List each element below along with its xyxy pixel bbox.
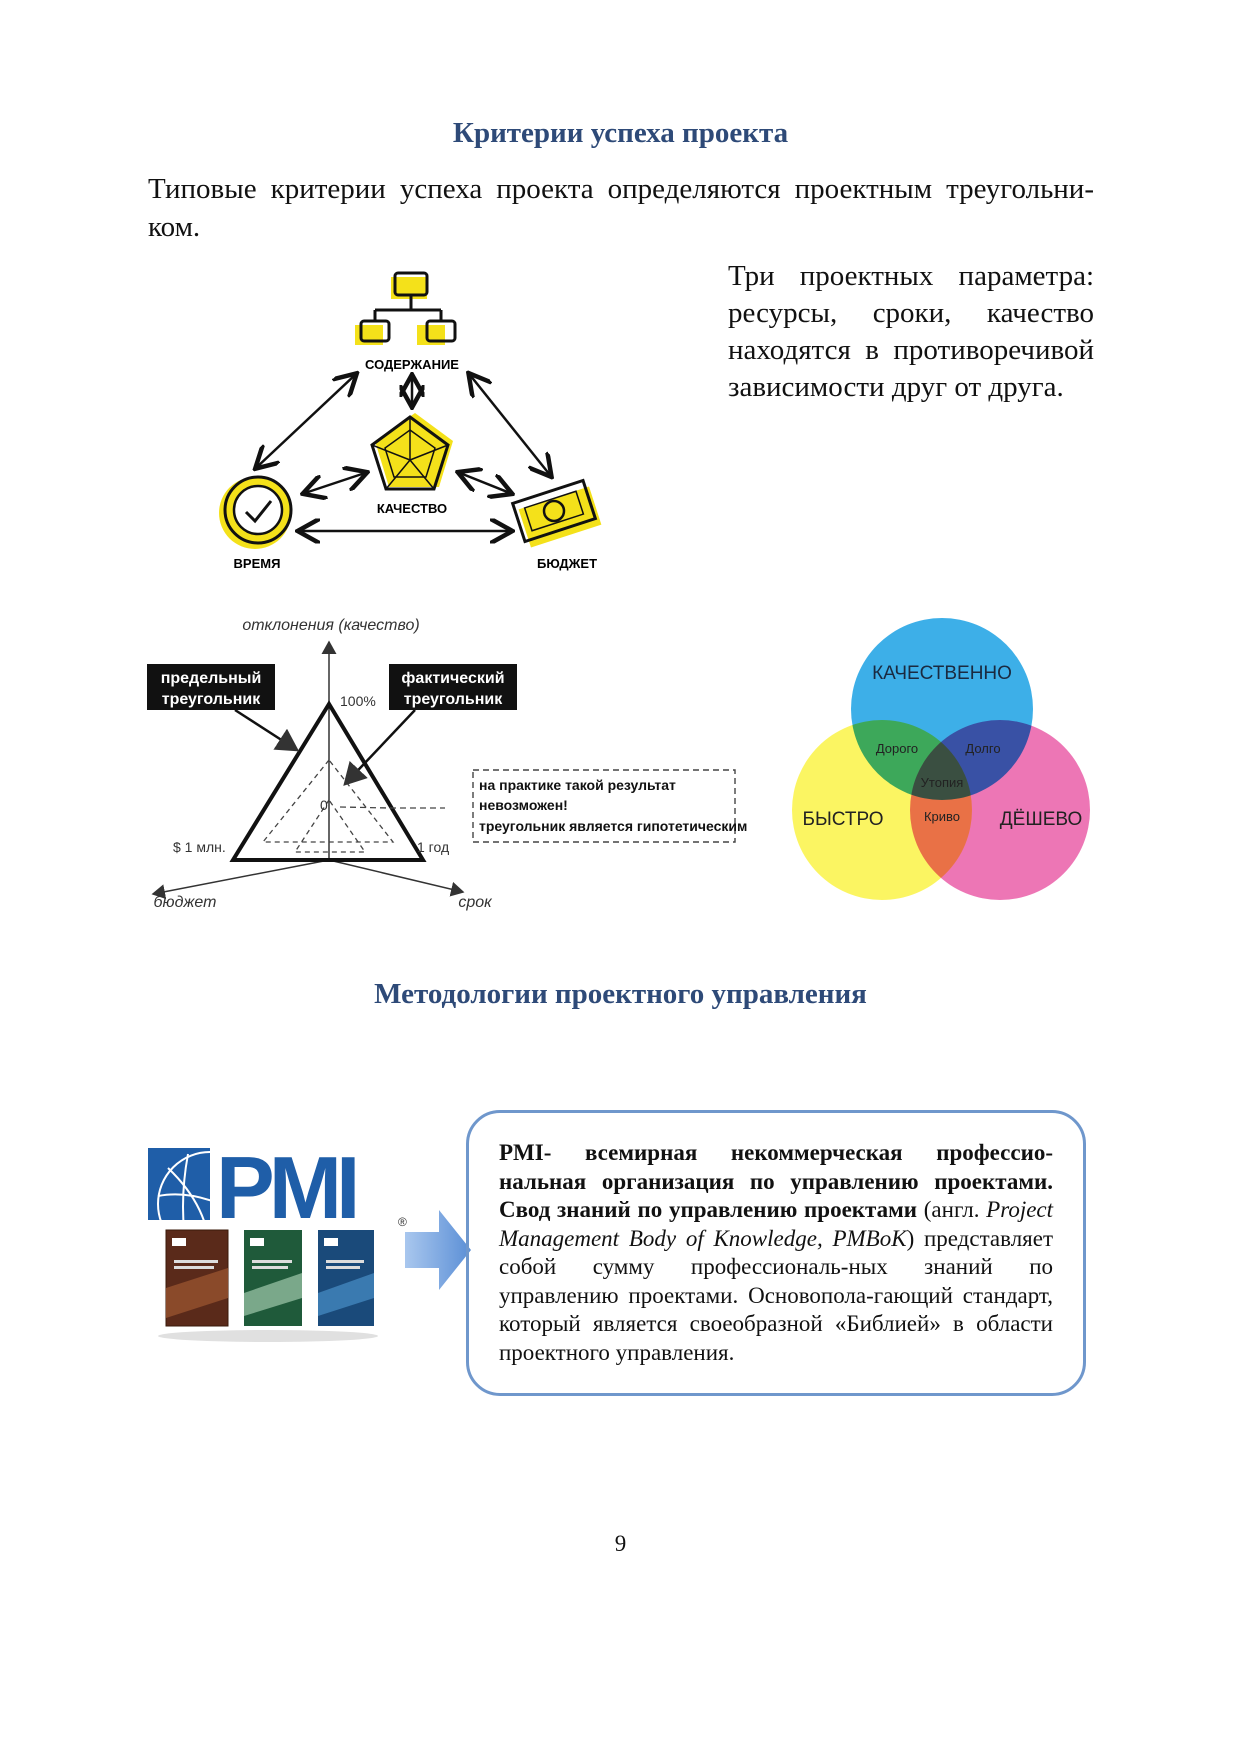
svg-text:треугольник является гипотетич: треугольник является гипотетическим <box>479 818 747 834</box>
arrow-quality-budget <box>460 473 510 493</box>
hypothetical-note: на практике такой результат невозможен! … <box>472 769 747 843</box>
venn-label-crooked: Криво <box>924 809 960 824</box>
registered-mark: ® <box>398 1215 407 1229</box>
triangle-label-quality: КАЧЕСТВО <box>377 501 447 516</box>
venn-label-long: Долго <box>965 741 1000 756</box>
venn-label-cheap: ДЁШЕВО <box>1000 809 1082 830</box>
radar-quality-icon <box>370 413 453 491</box>
axis-label-time: срок <box>458 894 493 911</box>
axis-label-quality: отклонения (качество) <box>242 617 419 634</box>
arrow-time-content <box>257 375 355 467</box>
axis-time <box>328 859 465 897</box>
venn-circle-cheap <box>910 720 1090 900</box>
deviation-triangle-diagram: отклонения (качество) бюджет срок 100% $… <box>147 617 747 911</box>
pmi-callout-text-2: ) представляет собой сумму профессиональ… <box>499 1225 1054 1365</box>
program-book-icon <box>244 1230 302 1326</box>
hierarchy-icon <box>355 271 457 345</box>
triangle-label-budget: БЮДЖЕТ <box>537 556 597 571</box>
clock-icon <box>219 475 293 549</box>
triangle-label-time: ВРЕМЯ <box>234 556 281 571</box>
venn-label-quality: КАЧЕСТВЕННО <box>872 663 1012 684</box>
svg-text:невозможен!: невозможен! <box>479 797 568 813</box>
svg-text:треугольник: треугольник <box>162 691 262 708</box>
project-triangle-diagram: СОДЕРЖАНИЕ КАЧЕСТВО ВРЕМЯ БЮДЖЕТ <box>219 271 602 571</box>
label-actual-triangle: фактический треугольник <box>343 664 517 786</box>
intro-line-2: ком. <box>148 211 201 243</box>
arrow-right-icon <box>405 1210 471 1290</box>
portfolio-book-icon <box>318 1230 374 1326</box>
pmi-logo-area: PMI ® <box>148 1138 408 1348</box>
svg-text:фактический: фактический <box>401 670 504 687</box>
pmi-callout: PMI- всемирная некоммерческая профессио-… <box>466 1110 1086 1396</box>
axis-label-budget: бюджет <box>154 894 217 911</box>
axis-budget <box>151 859 330 900</box>
tick-100-percent: 100% <box>340 693 376 709</box>
venn-diagram: КАЧЕСТВЕННО БЫСТРО ДЁШЕВО Дорого Долго У… <box>792 618 1090 900</box>
pmi-callout-italic: Project Management Body of Knowledge, PM… <box>499 1197 1054 1251</box>
svg-text:на практике такой результат: на практике такой результат <box>479 777 676 793</box>
pmi-callout-text-1: (англ. <box>917 1197 987 1222</box>
section-title-methodologies: Методологии проектного управления <box>374 978 867 1010</box>
pmi-logo-text: PMI <box>216 1148 355 1237</box>
limit-triangle <box>229 700 427 862</box>
svg-text:предельный: предельный <box>161 670 262 687</box>
tick-budget: $ 1 млн. <box>173 839 226 855</box>
pmbok-book-icon <box>165 1229 229 1327</box>
tick-zero: 0 <box>320 797 328 813</box>
venn-label-utopia: Утопия <box>921 775 964 790</box>
intro-line-1: Типовые критерии успеха проекта определя… <box>148 173 1094 205</box>
venn-label-expensive: Дорого <box>876 741 918 756</box>
money-icon <box>510 478 602 548</box>
triangle-label-content: СОДЕРЖАНИЕ <box>365 357 459 372</box>
arrow-content-budget <box>470 375 550 475</box>
pmi-logo: PMI ® <box>148 1138 407 1342</box>
tick-time: 1 год <box>417 839 449 855</box>
triangle-description: Три проектных параметра: ресурсы, сроки,… <box>728 260 1094 403</box>
note-leader-line <box>339 806 445 809</box>
pmi-callout-bold: PMI- всемирная некоммерческая профессио-… <box>499 1140 1053 1222</box>
section-title-success-criteria: Критерии успеха проекта <box>452 117 789 149</box>
inner-dashed-triangle <box>293 798 367 853</box>
venn-label-fast: БЫСТРО <box>802 809 883 830</box>
label-limit-triangle: предельный треугольник <box>147 664 300 752</box>
arrow-time-quality <box>305 473 365 493</box>
svg-text:треугольник: треугольник <box>404 691 504 708</box>
page-number: 9 <box>614 1531 627 1556</box>
